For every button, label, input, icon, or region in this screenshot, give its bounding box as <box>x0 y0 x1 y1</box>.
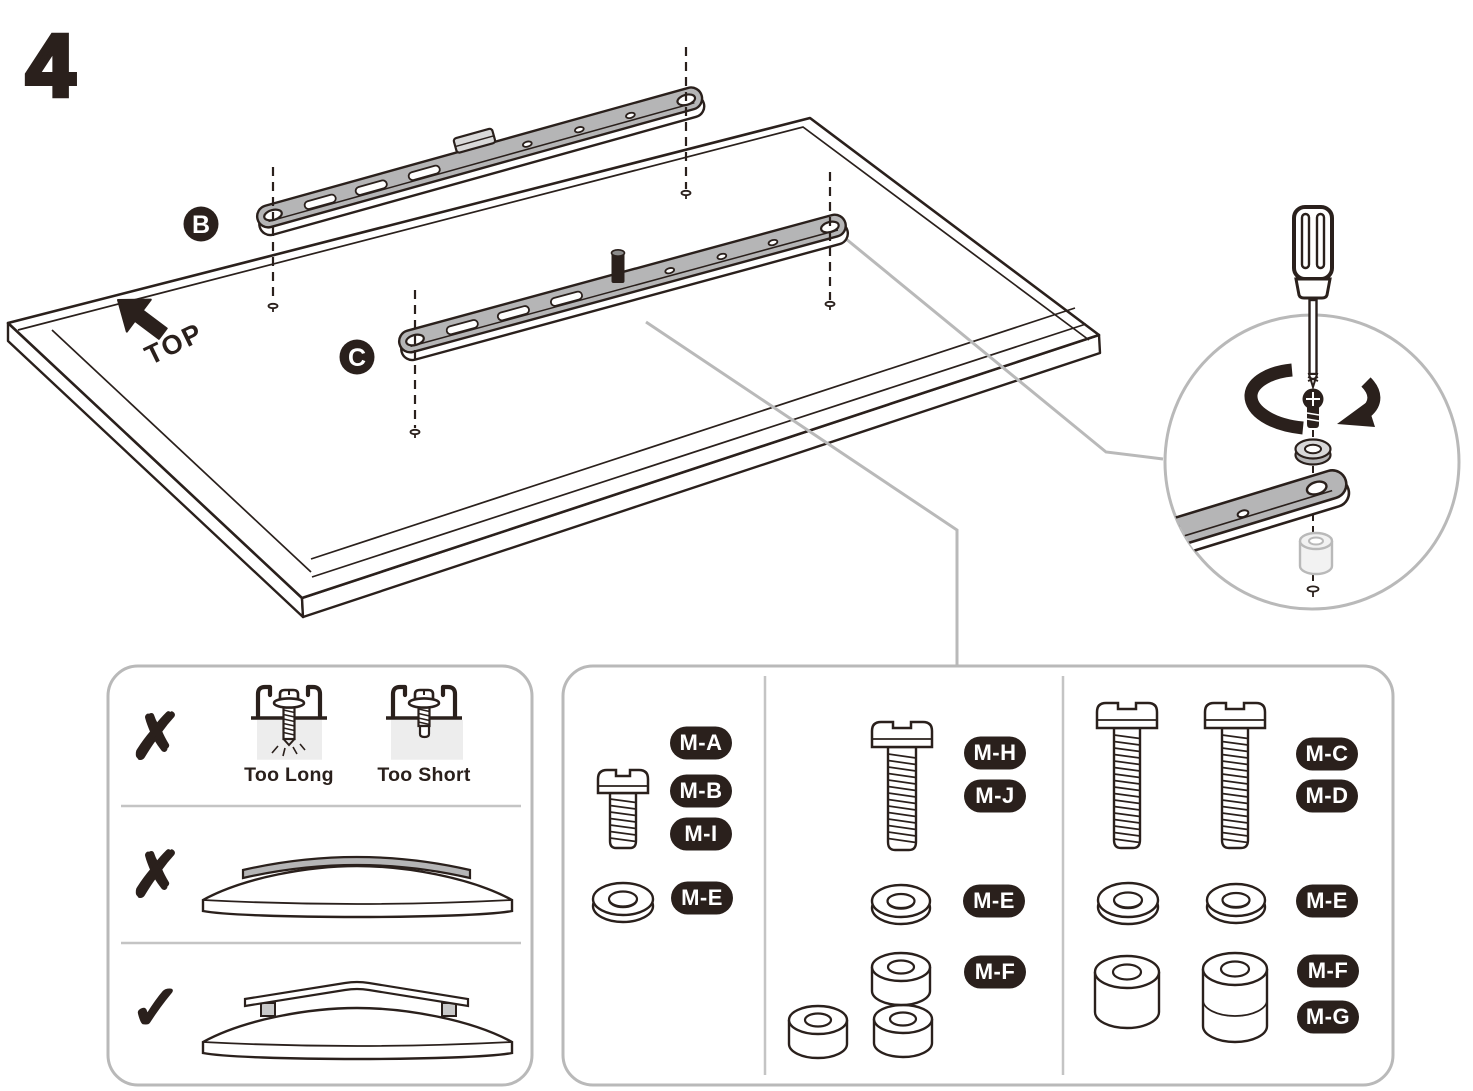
spacer-icon <box>1201 951 1269 1044</box>
svg-text:M-C: M-C <box>1305 741 1348 766</box>
too-short-label: Too Short <box>377 764 471 786</box>
part-badge: M-C <box>1296 737 1358 771</box>
part-badge: M-E <box>671 881 733 915</box>
svg-text:M-G: M-G <box>1306 1004 1350 1029</box>
svg-text:M-H: M-H <box>973 740 1016 765</box>
svg-text:M-F: M-F <box>975 959 1016 984</box>
part-badge: M-E <box>963 884 1025 918</box>
leader-line-to-hardware-panel <box>645 320 959 666</box>
warning-row-correct-spacers: ✓ <box>129 973 514 1061</box>
bracket-c-label: C <box>339 339 375 375</box>
hardware-column-1: M-A M-B M-I M-E <box>591 726 733 924</box>
part-badge: M-D <box>1296 779 1358 813</box>
spacer-icon <box>872 1003 934 1059</box>
part-badge: M-H <box>964 736 1026 770</box>
part-badge: M-F <box>1297 954 1359 988</box>
tiny-screw-tips <box>267 189 836 438</box>
top-direction-arrow-icon <box>117 298 168 340</box>
tiny-screw-tip <box>1306 585 1320 597</box>
bracket-c <box>397 213 850 362</box>
rotation-arrow-icon <box>1244 363 1381 435</box>
svg-text:M-J: M-J <box>975 783 1014 808</box>
warning-panel: ✗ <box>106 664 534 1087</box>
hardware-column-3: M-C M-D M-E M-F M-G <box>1093 701 1359 1044</box>
part-badge: M-F <box>964 955 1026 989</box>
short-screw-icon <box>596 768 650 850</box>
warning-row-screw-length: ✗ <box>129 684 471 786</box>
part-badge: M-A <box>670 726 732 760</box>
svg-text:M-D: M-D <box>1305 783 1348 808</box>
check-mark: ✓ <box>130 974 182 1043</box>
svg-text:M-E: M-E <box>973 888 1015 913</box>
svg-text:B: B <box>192 211 210 239</box>
step-number: 4 <box>26 16 75 115</box>
machine-screw-icon <box>1302 388 1324 428</box>
screw-guide-lines <box>271 47 832 428</box>
part-badge: M-I <box>670 817 732 851</box>
part-badge: M-J <box>964 779 1026 813</box>
svg-text:M-E: M-E <box>681 885 723 910</box>
svg-text:M-E: M-E <box>1306 888 1348 913</box>
svg-text:C: C <box>348 344 366 372</box>
too-long-label: Too Long <box>244 764 334 786</box>
bracket-b-label: B <box>183 206 219 242</box>
washer-icon <box>1205 882 1267 925</box>
hardware-column-2: M-H M-J M-E M-F <box>787 720 1026 1060</box>
spacer-icon <box>870 951 932 1007</box>
long-screw-icon <box>1095 701 1159 850</box>
spacer-icon <box>1093 954 1161 1030</box>
svg-text:M-B: M-B <box>679 778 722 803</box>
bracket-end-icon <box>1165 469 1351 559</box>
washer-icon <box>1096 881 1160 926</box>
bracket-raised-on-spacers-icon <box>201 980 514 1061</box>
warning-row-bent-bracket: ✗ <box>129 840 514 919</box>
washer-icon <box>591 881 655 924</box>
leader-line-to-detail-circle <box>839 232 1164 461</box>
long-screw-icon <box>1203 701 1267 850</box>
svg-text:M-A: M-A <box>679 730 722 755</box>
svg-text:M-I: M-I <box>684 821 717 846</box>
bracket-resting-on-curved-back-icon <box>201 855 514 919</box>
svg-text:M-F: M-F <box>1308 958 1349 983</box>
part-badge: M-B <box>670 774 732 808</box>
spacer-icon <box>1298 531 1334 576</box>
bracket-b <box>255 86 706 237</box>
hardware-panel: M-A M-B M-I M-E <box>561 664 1395 1087</box>
magnified-detail-circle <box>1163 313 1461 611</box>
washer-icon <box>870 883 932 926</box>
part-badge: M-E <box>1296 884 1358 918</box>
screw-too-long-icon <box>251 684 327 760</box>
medium-screw-icon <box>870 720 934 852</box>
washer-icon <box>1294 438 1332 466</box>
bracket-pin-icon <box>610 249 626 283</box>
part-badge: M-G <box>1297 1000 1359 1034</box>
spacer-icon <box>787 1004 849 1060</box>
screwdriver-icon <box>1292 205 1334 391</box>
cross-mark: ✗ <box>130 841 182 910</box>
screw-too-short-icon <box>386 684 463 760</box>
cross-mark: ✗ <box>130 703 182 772</box>
tv-back-panel <box>6 116 1102 619</box>
